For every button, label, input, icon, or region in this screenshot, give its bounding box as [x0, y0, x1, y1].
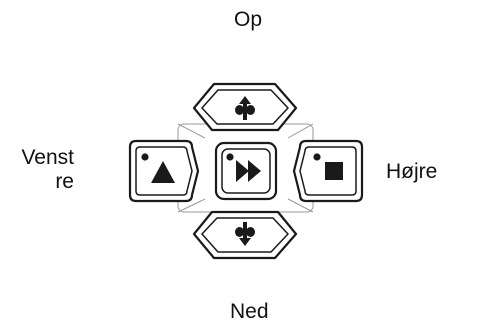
play-triangle-icon — [151, 161, 175, 183]
label-down: Ned — [230, 300, 269, 323]
indicator-dot — [226, 153, 234, 161]
label-left-line2: re — [55, 170, 74, 193]
label-left: Venst re — [6, 146, 74, 194]
fast-forward-icon — [236, 160, 261, 182]
up-button[interactable] — [192, 82, 298, 132]
indicator-dot — [313, 153, 321, 161]
fan-arrow-up-icon — [235, 96, 255, 120]
label-up: Op — [234, 8, 263, 31]
label-right: Højre — [386, 160, 438, 183]
right-button[interactable] — [292, 139, 364, 203]
stop-square-icon — [325, 162, 343, 180]
down-button[interactable] — [192, 210, 298, 260]
left-button[interactable] — [128, 139, 200, 203]
indicator-dot — [141, 153, 149, 161]
fan-arrow-down-icon — [235, 222, 255, 246]
center-button[interactable] — [214, 141, 278, 201]
label-left-line1: Venst — [21, 146, 74, 169]
